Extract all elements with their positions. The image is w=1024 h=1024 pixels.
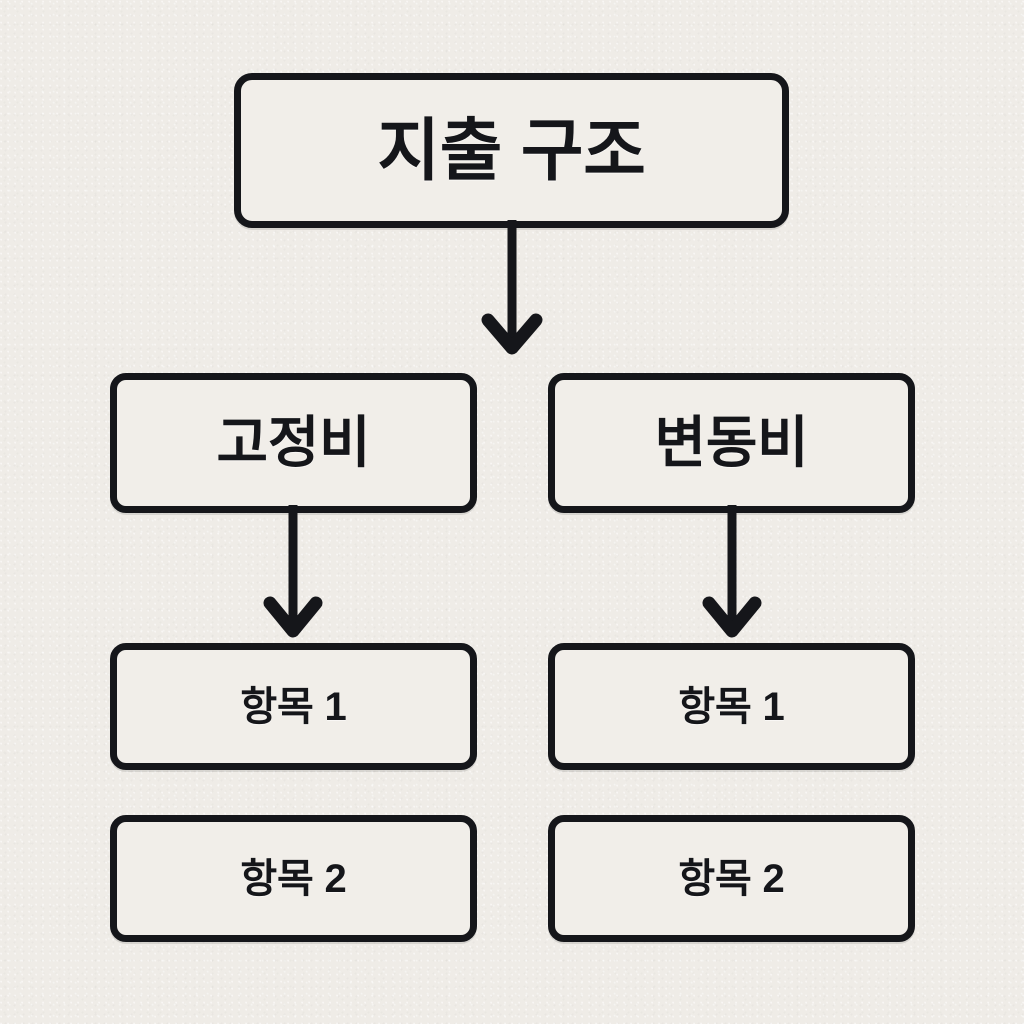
node-variable-costs-label: 변동비 xyxy=(654,411,809,474)
node-variable-item-1[interactable]: 항목 1 xyxy=(548,643,915,770)
node-fixed-item-1-label: 항목 1 xyxy=(240,684,347,729)
node-variable-item-2[interactable]: 항목 2 xyxy=(548,815,915,942)
node-fixed-item-2-label: 항목 2 xyxy=(240,856,347,901)
connector-variable-costs-to-items xyxy=(702,505,762,638)
node-root[interactable]: 지출 구조 xyxy=(234,73,789,228)
node-variable-costs[interactable]: 변동비 xyxy=(548,373,915,513)
node-root-label: 지출 구조 xyxy=(377,112,646,189)
node-fixed-costs[interactable]: 고정비 xyxy=(110,373,477,513)
node-fixed-item-1[interactable]: 항목 1 xyxy=(110,643,477,770)
node-fixed-item-2[interactable]: 항목 2 xyxy=(110,815,477,942)
node-fixed-costs-label: 고정비 xyxy=(216,411,371,474)
connector-root-to-branches xyxy=(481,220,543,355)
node-variable-item-1-label: 항목 1 xyxy=(678,684,785,729)
connector-fixed-costs-to-items xyxy=(263,505,323,638)
node-variable-item-2-label: 항목 2 xyxy=(678,856,785,901)
